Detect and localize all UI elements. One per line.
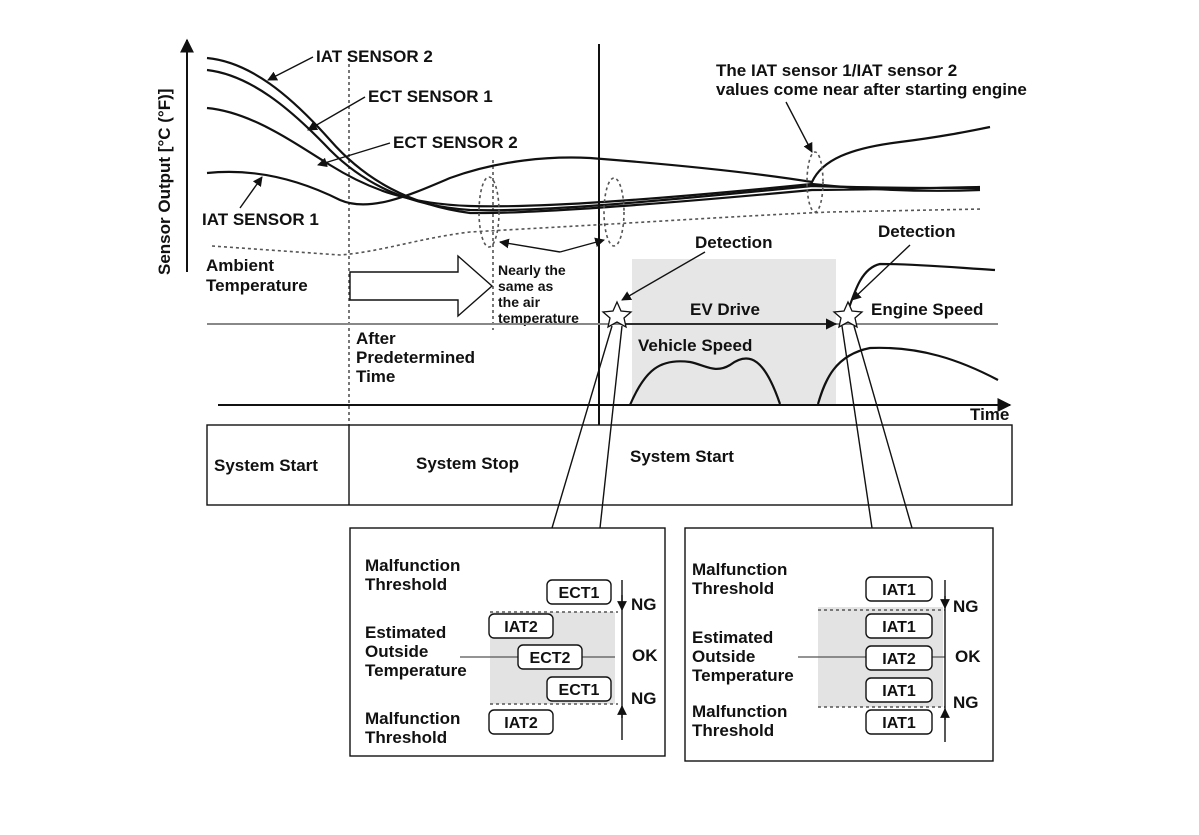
pill-iat1-lower-text: IAT1 <box>882 683 916 700</box>
callout-left-b <box>599 325 623 529</box>
right-ok: OK <box>955 647 981 666</box>
pill-iat1-top <box>865 576 933 602</box>
right-malfunction-bottom-1: Malfunction <box>692 702 787 721</box>
nearly-same-line3: the air <box>498 294 541 310</box>
nearly-same-ellipse-1 <box>478 176 500 248</box>
pill-iat1-top-text: IAT1 <box>882 582 916 599</box>
iat-sensor-2-curve <box>206 56 981 215</box>
y-axis-label: Sensor Output [°C (°F)] <box>155 89 174 275</box>
detail-box-right: Malfunction Threshold Estimated Outside … <box>684 527 994 762</box>
ambient-label-line1: Ambient <box>206 256 274 275</box>
iat-sensor-1-label: IAT SENSOR 1 <box>202 210 319 229</box>
left-ng-bottom: NG <box>631 689 657 708</box>
left-ng-top: NG <box>631 595 657 614</box>
elapsed-time-arrow <box>349 254 494 318</box>
pill-iat1-lower <box>865 677 933 703</box>
ect-sensor-2-label: ECT SENSOR 2 <box>393 133 518 152</box>
after-line1: After <box>356 329 396 348</box>
pill-iat2-bottom-text: IAT2 <box>504 715 538 732</box>
left-malfunction-top-2: Threshold <box>365 575 447 594</box>
left-estimated-1: Estimated <box>365 623 446 642</box>
pill-ect1-top <box>546 579 612 605</box>
phase-system-stop: System Stop <box>416 454 519 473</box>
left-estimated-2: Outside <box>365 642 428 661</box>
pill-iat2-bottom <box>488 709 554 735</box>
pill-ect1-top-text: ECT1 <box>559 585 600 602</box>
right-malfunction-top-1: Malfunction <box>692 560 787 579</box>
iat-sensor-2-label: IAT SENSOR 2 <box>316 47 433 66</box>
top-note-line1: The IAT sensor 1/IAT sensor 2 <box>716 61 957 80</box>
vehicle-speed-label: Vehicle Speed <box>638 336 752 355</box>
nearly-same-ellipse-2 <box>603 177 625 247</box>
ect2-label-arrow <box>317 142 391 168</box>
callout-right-a <box>841 325 873 529</box>
engine-speed-label: Engine Speed <box>871 300 983 319</box>
pill-iat1-bottom <box>865 709 933 735</box>
phase-system-start-2: System Start <box>630 447 734 466</box>
ect-sensor-1-label: ECT SENSOR 1 <box>368 87 493 106</box>
pill-iat2-upper <box>488 613 554 639</box>
left-malfunction-bottom-2: Threshold <box>365 728 447 747</box>
pill-iat1-upper-text: IAT1 <box>882 619 916 636</box>
detection-label-1: Detection <box>695 233 772 252</box>
top-note-line2: values come near after starting engine <box>716 80 1027 99</box>
iat1-label-arrow <box>239 176 263 209</box>
detection-label-2: Detection <box>878 222 955 241</box>
after-line3: Time <box>356 367 395 386</box>
pill-iat2-upper-text: IAT2 <box>504 619 538 636</box>
pill-iat2 <box>865 645 933 671</box>
iat-sensor-1-curve <box>206 125 991 206</box>
detection-arrow-2 <box>851 244 911 301</box>
detection-arrow-1 <box>621 251 706 301</box>
ev-drive-label: EV Drive <box>690 300 760 319</box>
right-estimated-2: Outside <box>692 647 755 666</box>
right-estimated-3: Temperature <box>692 666 794 685</box>
nearly-same-line4: temperature <box>498 310 579 326</box>
detection-star-2 <box>832 300 864 329</box>
left-malfunction-bottom-1: Malfunction <box>365 709 460 728</box>
left-estimated-3: Temperature <box>365 661 467 680</box>
pill-ect2-text: ECT2 <box>530 650 571 667</box>
nearly-same-arrow-right <box>559 237 605 253</box>
pill-ect1-lower <box>546 676 612 702</box>
right-estimated-1: Estimated <box>692 628 773 647</box>
pill-iat1-bottom-text: IAT1 <box>882 715 916 732</box>
pill-ect2 <box>517 644 583 670</box>
converge-ellipse <box>806 151 824 213</box>
callout-left-a <box>551 325 613 529</box>
left-ok: OK <box>632 646 658 665</box>
iat2-label-arrow <box>267 56 314 81</box>
ect-sensor-2-curve <box>206 106 981 208</box>
left-malfunction-top-1: Malfunction <box>365 556 460 575</box>
pill-iat2-text: IAT2 <box>882 651 916 668</box>
ambient-temperature-line <box>211 208 984 256</box>
right-malfunction-top-2: Threshold <box>692 579 774 598</box>
top-note-arrow <box>785 101 813 153</box>
after-line2: Predetermined <box>356 348 475 367</box>
vehicle-speed-curve <box>628 357 782 406</box>
detection-star-1 <box>601 300 633 329</box>
nearly-same-line2: same as <box>498 278 553 294</box>
right-ng-top: NG <box>953 597 979 616</box>
ect1-label-arrow <box>307 96 366 131</box>
detail-box-left: Malfunction Threshold Estimated Outside … <box>349 527 666 757</box>
phase-system-start-1: System Start <box>214 456 318 475</box>
right-ng-bottom: NG <box>953 693 979 712</box>
pill-ect1-lower-text: ECT1 <box>559 682 600 699</box>
callout-right-b <box>853 325 913 529</box>
nearly-same-line1: Nearly the <box>498 262 566 278</box>
time-axis-label: Time <box>970 405 1009 424</box>
ev-drive-zone <box>632 259 836 405</box>
right-malfunction-bottom-2: Threshold <box>692 721 774 740</box>
engine-speed-curve <box>846 262 996 312</box>
vehicle-speed-curve-2 <box>816 346 999 405</box>
nearly-same-arrow-left <box>499 238 561 253</box>
ambient-label-line2: Temperature <box>206 276 308 295</box>
pill-iat1-upper <box>865 613 933 639</box>
